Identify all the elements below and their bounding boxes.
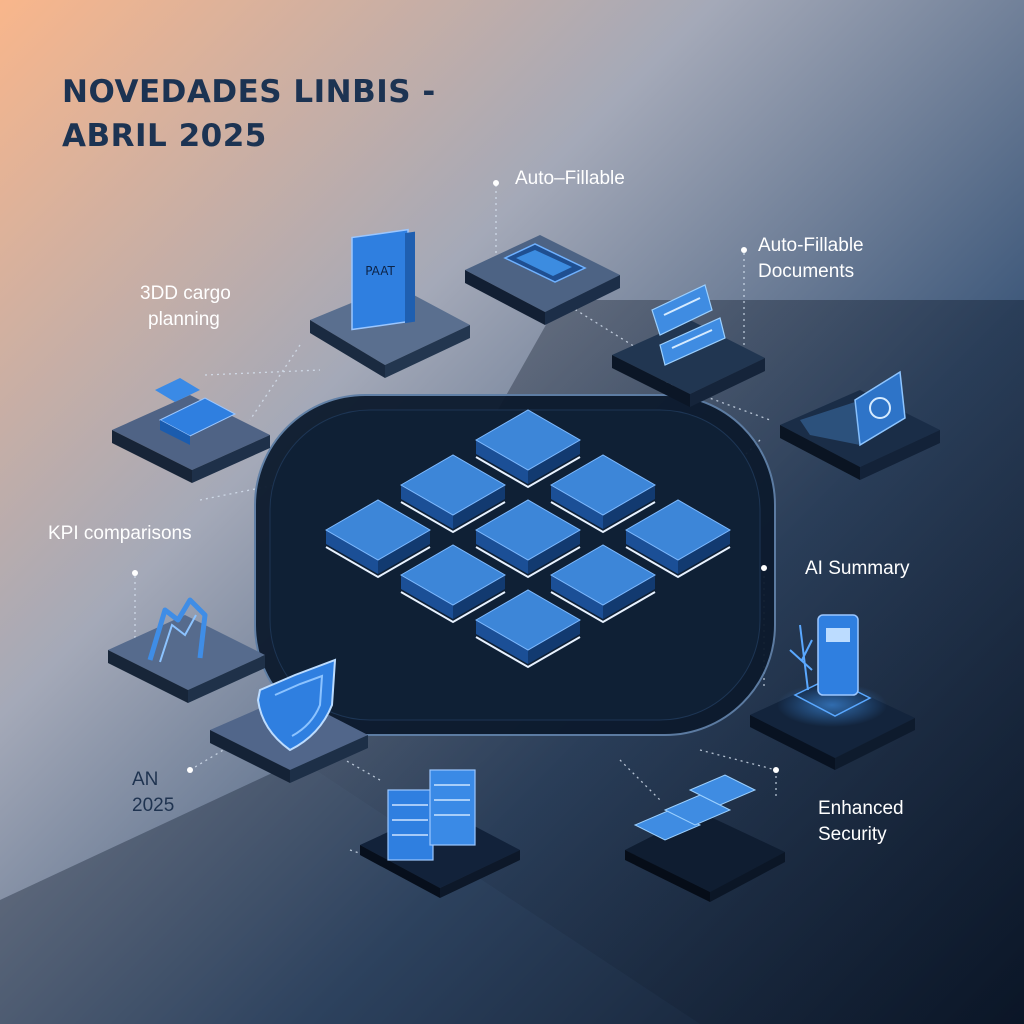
central-block-grid	[324, 409, 732, 669]
document-icon-text: PAAT	[365, 264, 395, 278]
shield-icon	[256, 658, 337, 752]
grid-block	[399, 454, 507, 534]
label-enhanced-security-line2: Security	[818, 824, 887, 845]
grid-block	[324, 499, 432, 579]
kpi-comparisons-node	[108, 597, 265, 703]
label-cargo-planning-line2: planning	[148, 309, 220, 330]
title-line-2: ABRIL 2025	[62, 118, 267, 154]
label-an-2025: AN 2025	[132, 767, 174, 819]
label-cargo-planning-line1: 3DD cargo	[140, 283, 231, 304]
label-enhanced-security: Enhanced Security	[818, 796, 904, 848]
label-kpi-comparisons: KPI comparisons	[48, 523, 192, 544]
grid-block	[474, 589, 582, 669]
label-enhanced-security-line1: Enhanced	[818, 798, 904, 819]
label-ai-summary: AI Summary	[805, 558, 910, 579]
storage-node	[625, 774, 785, 902]
auto-fillable-documents-node	[612, 284, 765, 407]
title-line-1: NOVEDADES LINBIS -	[62, 74, 436, 110]
grid-block	[474, 499, 582, 579]
ai-summary-node	[750, 614, 915, 770]
label-auto-fillable-documents-line2: Documents	[758, 261, 855, 282]
label-auto-fillable-documents-line1: Auto-Fillable	[758, 235, 864, 256]
page-title: NOVEDADES LINBIS - ABRIL 2025	[62, 70, 542, 158]
grid-block	[474, 409, 582, 489]
grid-block	[399, 544, 507, 624]
cargo-planning-node	[112, 378, 270, 483]
grid-block	[549, 454, 657, 534]
label-an-2025-line1: AN	[132, 769, 159, 790]
label-auto-fillable: Auto–Fillable	[515, 168, 625, 189]
auto-fillable-node	[465, 235, 620, 325]
grid-block	[549, 544, 657, 624]
label-auto-fillable-documents: Auto-Fillable Documents	[758, 233, 864, 285]
document-node: PAAT	[310, 228, 470, 378]
dot-markers	[132, 180, 779, 773]
ai-summary-screen-node	[780, 370, 940, 480]
label-an-2025-line2: 2025	[132, 795, 175, 816]
server-rack-node	[360, 769, 520, 898]
grid-block	[624, 499, 732, 579]
label-cargo-planning: 3DD cargo planning	[140, 281, 231, 333]
shield-node	[210, 658, 368, 783]
